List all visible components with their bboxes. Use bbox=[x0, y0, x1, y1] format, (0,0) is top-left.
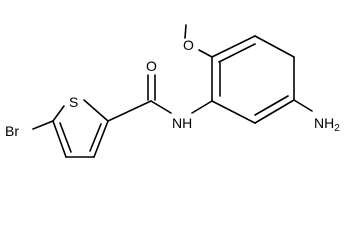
bond-c2-c3 bbox=[254, 99, 295, 124]
bond-c4-c5 bbox=[254, 35, 295, 58]
bond-c2-carbonyl bbox=[107, 100, 152, 122]
bond-c5-c6 bbox=[211, 35, 256, 58]
bromine-label: Br bbox=[5, 123, 19, 139]
amide-group bbox=[107, 74, 213, 122]
benzene-ring bbox=[211, 35, 295, 124]
bond-ring-methoxy-o bbox=[198, 49, 213, 58]
bond-carbonyl-n bbox=[150, 100, 172, 114]
bond-c4-c5 bbox=[52, 120, 67, 158]
sulfur-label: S bbox=[69, 94, 78, 110]
bond-c2-c3-inner bbox=[89, 123, 102, 152]
bond-c5-c6-inner bbox=[218, 43, 256, 63]
bond-c2-c3 bbox=[93, 120, 109, 158]
bond-c5-s bbox=[52, 105, 65, 122]
amine-label: NH2 bbox=[314, 115, 340, 134]
structure-diagram: Br S O NH O NH2 bbox=[5, 24, 340, 158]
bond-methoxy-o-ch3 bbox=[184, 24, 187, 39]
bond-c5-br bbox=[32, 120, 54, 130]
bond-s-c2 bbox=[83, 99, 109, 122]
amine-label-main: NH bbox=[314, 115, 334, 131]
bond-c2-c3-inner bbox=[254, 95, 289, 116]
thiophene-ring bbox=[52, 99, 109, 158]
bond-n-aryl bbox=[191, 100, 213, 114]
methoxy-oxygen-label: O bbox=[183, 37, 194, 53]
amide-nitrogen-label: NH bbox=[172, 115, 192, 131]
carbonyl-oxygen-label: O bbox=[146, 58, 157, 74]
bond-c1-c2 bbox=[211, 100, 256, 124]
bond-c4-c5-inner bbox=[59, 122, 72, 153]
amine-label-subscript: 2 bbox=[334, 123, 340, 134]
bond-ring-amine bbox=[293, 99, 313, 112]
